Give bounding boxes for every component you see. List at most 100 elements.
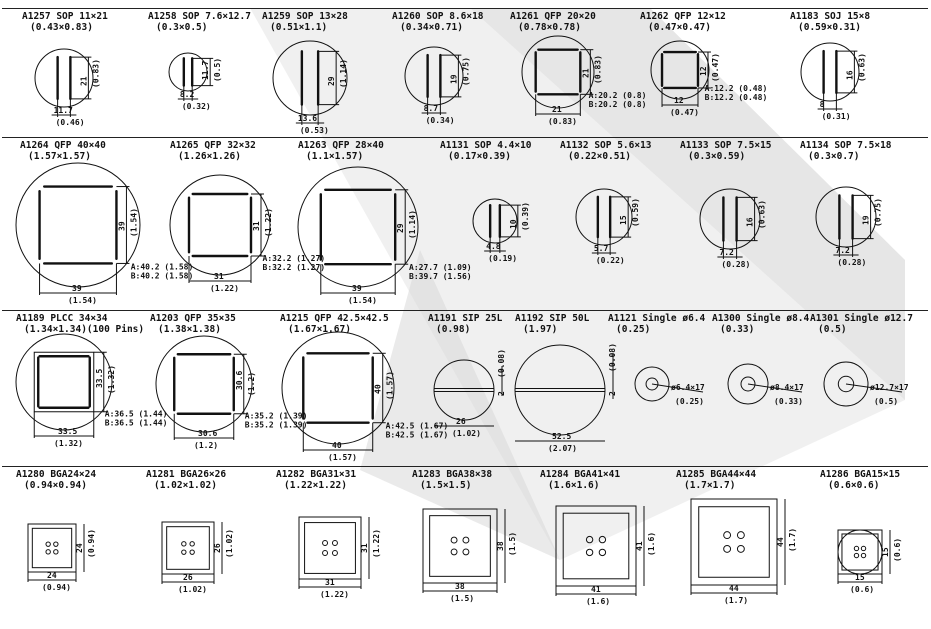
dim-width-inch: (0.6)	[850, 585, 874, 594]
dim-height-inch: (1.32)	[107, 365, 116, 394]
nozzle-title: A1300 Single ø8.4	[712, 313, 810, 324]
dim-b: B:32.2 (1.27)	[263, 263, 326, 272]
dim-b: B:39.7 (1.56)	[409, 272, 472, 281]
dim-diameter-inch: (0.25)	[675, 397, 704, 406]
nozzle-subtitle: (0.78×0.78)	[518, 22, 581, 33]
nozzle-subtitle: (0.34×0.71)	[400, 22, 463, 33]
dim-height: 39	[117, 221, 126, 231]
nozzle-outline	[650, 40, 710, 100]
nozzle-a1258: A1258 SOP 7.6×12.7(0.3×0.5)8.2(0.32)11.7…	[148, 10, 258, 135]
dim-width: 26	[456, 417, 466, 426]
nozzle-subtitle: (0.25)	[616, 324, 650, 335]
dim-a: A:20.2 (0.8)	[589, 91, 647, 100]
dim-width: 4.8	[486, 242, 501, 251]
nozzle-outline	[297, 166, 419, 288]
nozzle-drawing: A1215 QFP 42.5×42.5(1.67×1.67)40(1.57)40…	[280, 313, 448, 462]
dim-height-inch: (1.6)	[647, 532, 656, 556]
dim-width: 11.7	[54, 106, 73, 115]
dim-height-inch: (0.08)	[497, 349, 506, 378]
nozzle-subtitle: (1.1×1.57)	[306, 151, 363, 162]
dim-width-inch: (1.2)	[194, 441, 218, 450]
dim-b: B:42.5 (1.67)	[386, 430, 449, 439]
nozzle-drawing: A1285 BGA44×44(1.7×1.7)44(1.7)44(1.7)	[676, 469, 797, 605]
nozzle-outline	[34, 48, 94, 108]
dim-width: 26	[183, 573, 193, 582]
dim-leader	[747, 383, 803, 393]
vacuum-hole	[181, 541, 187, 547]
dim-height-inch: (0.75)	[874, 198, 883, 227]
dim-width: 39	[352, 284, 362, 293]
nozzle-outline	[15, 162, 141, 288]
dim-height-inch: (0.75)	[461, 57, 470, 86]
dim-a: A:12.2 (0.48)	[705, 84, 768, 93]
dim-height-inch: (0.6)	[893, 538, 902, 562]
nozzle-outline	[823, 361, 869, 407]
nozzle-title: A1282 BGA31×31	[276, 469, 356, 480]
nozzle-title: A1191 SIP 25L	[428, 313, 503, 324]
dim-width: 7.2	[719, 248, 734, 257]
vacuum-hole	[860, 545, 867, 552]
dim-width: 21	[552, 105, 562, 114]
nozzle-subtitle: (0.33)	[720, 324, 754, 335]
vacuum-hole	[181, 549, 187, 555]
nozzle-drawing: A1203 QFP 35×35(1.38×1.38)30.6(1.2)30.6(…	[150, 313, 307, 450]
vacuum-hole	[723, 544, 732, 553]
nozzle-drawing: A1263 QFP 28×40(1.1×1.57)39(1.54)29(1.14…	[297, 140, 472, 305]
nozzle-subtitle: (0.43×0.83)	[30, 22, 93, 33]
dim-height: 12	[699, 66, 708, 76]
dim-diameter-inch: (0.5)	[874, 397, 898, 406]
dim-width-inch: (1.22)	[320, 590, 349, 599]
vacuum-hole	[723, 531, 732, 540]
dim-height-inch: (1.22)	[372, 529, 381, 558]
row-divider	[2, 137, 928, 138]
nozzle-outline	[298, 516, 362, 580]
nozzle-a1259: A1259 SOP 13×28(0.51×1.1)13.6(0.53)29(1.…	[262, 10, 382, 135]
dim-width: 44	[729, 584, 739, 593]
dim-width-inch: (0.83)	[548, 117, 577, 126]
dim-height-inch: (1.54)	[129, 208, 138, 237]
vacuum-hole	[598, 548, 607, 557]
dim-diameter: ø6.4×17	[671, 383, 705, 392]
nozzle-drawing: A1189 PLCC 34×34(1.34×1.34)(100 Pins)33.…	[15, 313, 167, 448]
nozzle-outline	[699, 188, 761, 250]
nozzle-subtitle: (0.51×1.1)	[270, 22, 327, 33]
vacuum-hole	[322, 549, 329, 556]
vacuum-hole	[598, 535, 607, 544]
nozzle-title: A1263 QFP 28×40	[298, 140, 384, 151]
nozzle-a1215: A1215 QFP 42.5×42.5(1.67×1.67)40(1.57)40…	[280, 312, 448, 466]
nozzle-drawing: A1131 SOP 4.4×10(0.17×0.39)4.8(0.19)10(0…	[440, 140, 532, 263]
dim-width: 15	[855, 573, 865, 582]
nozzle-title: A1131 SOP 4.4×10	[440, 140, 532, 151]
dim-b: B:12.2 (0.48)	[705, 93, 768, 102]
dim-width-inch: (0.28)	[837, 258, 866, 267]
dim-height-inch: (0.63)	[758, 200, 767, 229]
nozzle-inner	[698, 506, 770, 578]
vacuum-hole	[860, 552, 867, 559]
dim-height: 15	[619, 215, 628, 225]
vacuum-hole	[53, 541, 59, 547]
dim-width-inch: (0.47)	[670, 108, 699, 117]
vacuum-hole	[45, 541, 51, 547]
dim-height: 26	[213, 543, 222, 553]
nozzle-subtitle: (1.5×1.5)	[420, 480, 471, 491]
vacuum-hole	[585, 548, 594, 557]
nozzle-subtitle: (1.57×1.57)	[28, 151, 91, 162]
nozzle-title: A1133 SOP 7.5×15	[680, 140, 772, 151]
nozzle-outline	[155, 335, 253, 433]
nozzle-drawing: A1283 BGA38×38(1.5×1.5)38(1.5)38(1.5)	[412, 469, 517, 603]
nozzle-drawing: A1191 SIP 25L(0.98)26(1.02)2(0.08)	[428, 313, 506, 438]
dim-height-inch: (1.2)	[247, 372, 256, 396]
nozzle-drawing: A1257 SOP 11×21(0.43×0.83)11.7(0.46)21(0…	[22, 11, 108, 127]
row-divider	[2, 310, 928, 311]
dim-height: 41	[635, 541, 644, 551]
nozzle-a1192: A1192 SIP 50L(1.97)52.5(2.07)2(0.08)	[514, 312, 625, 466]
dim-height-inch: (1.22)	[264, 208, 273, 237]
dim-a: A:27.7 (1.09)	[409, 263, 472, 272]
nozzle-subtitle: (1.7×1.7)	[684, 480, 735, 491]
dim-height-inch: (1.02)	[225, 529, 234, 558]
nozzle-subtitle: (0.3×0.5)	[156, 22, 207, 33]
nozzle-subtitle: (0.3×0.7)	[808, 151, 859, 162]
dim-a: A:35.2 (1.39)	[245, 412, 308, 421]
dim-width-inch: (0.34)	[426, 116, 455, 125]
nozzle-inner	[841, 533, 879, 571]
